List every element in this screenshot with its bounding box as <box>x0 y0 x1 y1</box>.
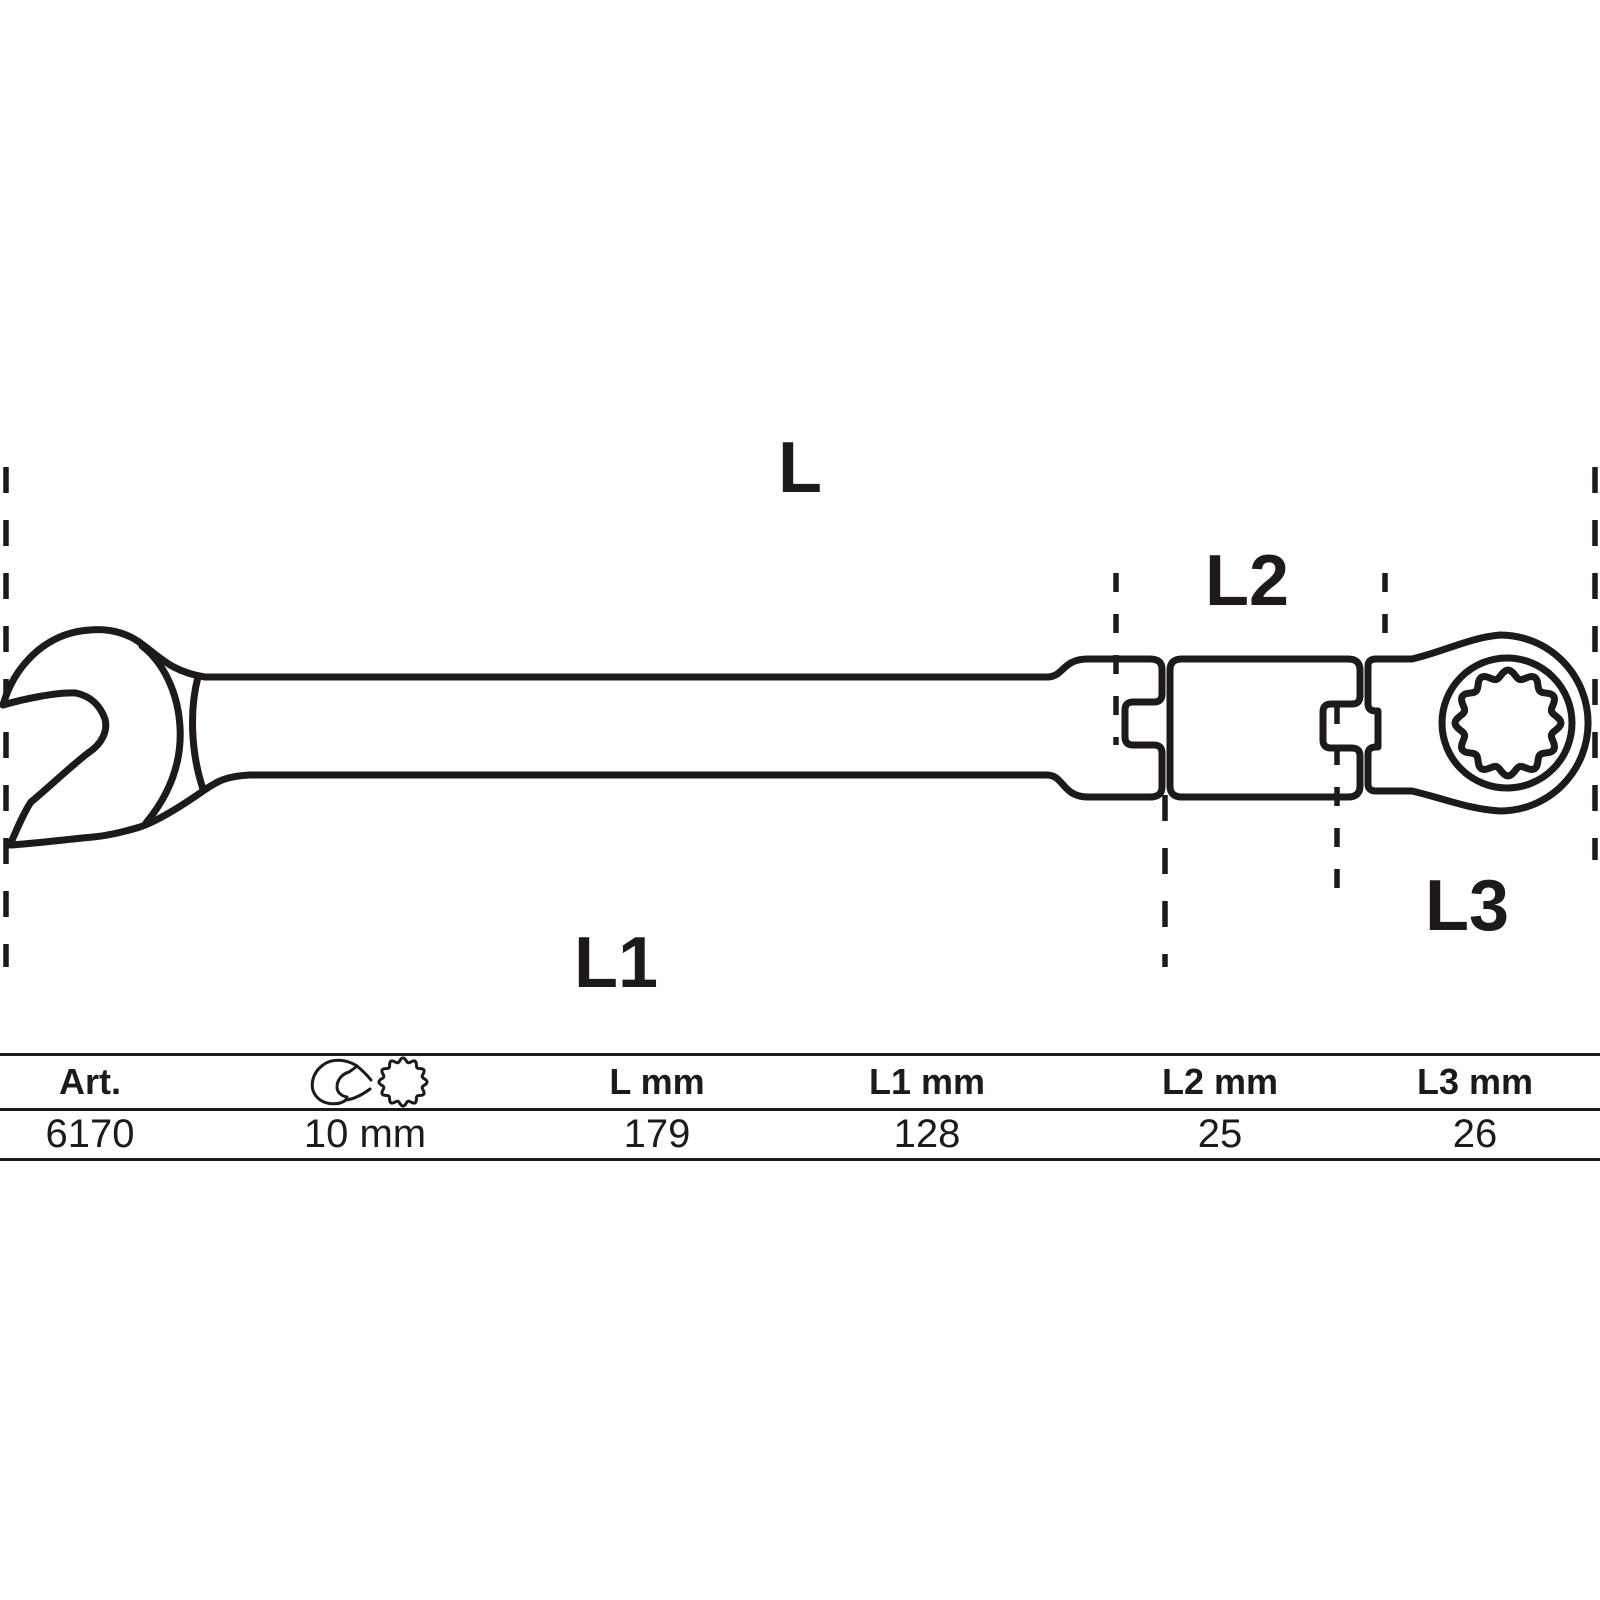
open-end-wrench-icon <box>310 1058 372 1106</box>
pivot-link <box>1166 655 1364 801</box>
value-l3: 26 <box>1452 1112 1498 1156</box>
twelve-point-ring-icon <box>376 1056 429 1108</box>
col-header-l2: L2 mm <box>1161 1061 1279 1102</box>
head-cheek-arc <box>138 642 184 827</box>
spec-table-header-row: Art. L mm L1 mm L2 mm L3 mm <box>0 1055 1600 1110</box>
dimension-label-l3: L3 <box>1425 866 1509 946</box>
dimension-label-l2: L2 <box>1205 541 1289 621</box>
dimension-label-l1: L1 <box>574 923 658 1003</box>
open-end-head-and-shaft <box>0 626 1166 849</box>
value-size: 10 mm <box>303 1112 427 1156</box>
head-bevel-arc <box>189 673 207 793</box>
dimension-label-l: L <box>778 428 822 508</box>
col-header-size-icons <box>180 1055 550 1110</box>
value-l1: 128 <box>893 1112 961 1156</box>
value-art-no: 6170 <box>45 1112 135 1156</box>
twelve-point-socket-profile <box>1451 666 1565 780</box>
value-l: 179 <box>623 1112 691 1156</box>
ring-face-circle <box>1438 654 1576 792</box>
col-header-l1: L1 mm <box>868 1061 986 1102</box>
col-header-art: Art. <box>59 1061 121 1102</box>
spec-table: Art. L mm L1 mm L2 mm L3 mm 6170 10 mm <box>0 1053 1600 1161</box>
col-header-l3: L3 mm <box>1416 1061 1534 1102</box>
spec-table-value-row: 6170 10 mm 179 128 25 26 <box>0 1110 1600 1160</box>
value-l2: 25 <box>1197 1112 1243 1156</box>
col-header-l: L mm <box>609 1061 705 1102</box>
